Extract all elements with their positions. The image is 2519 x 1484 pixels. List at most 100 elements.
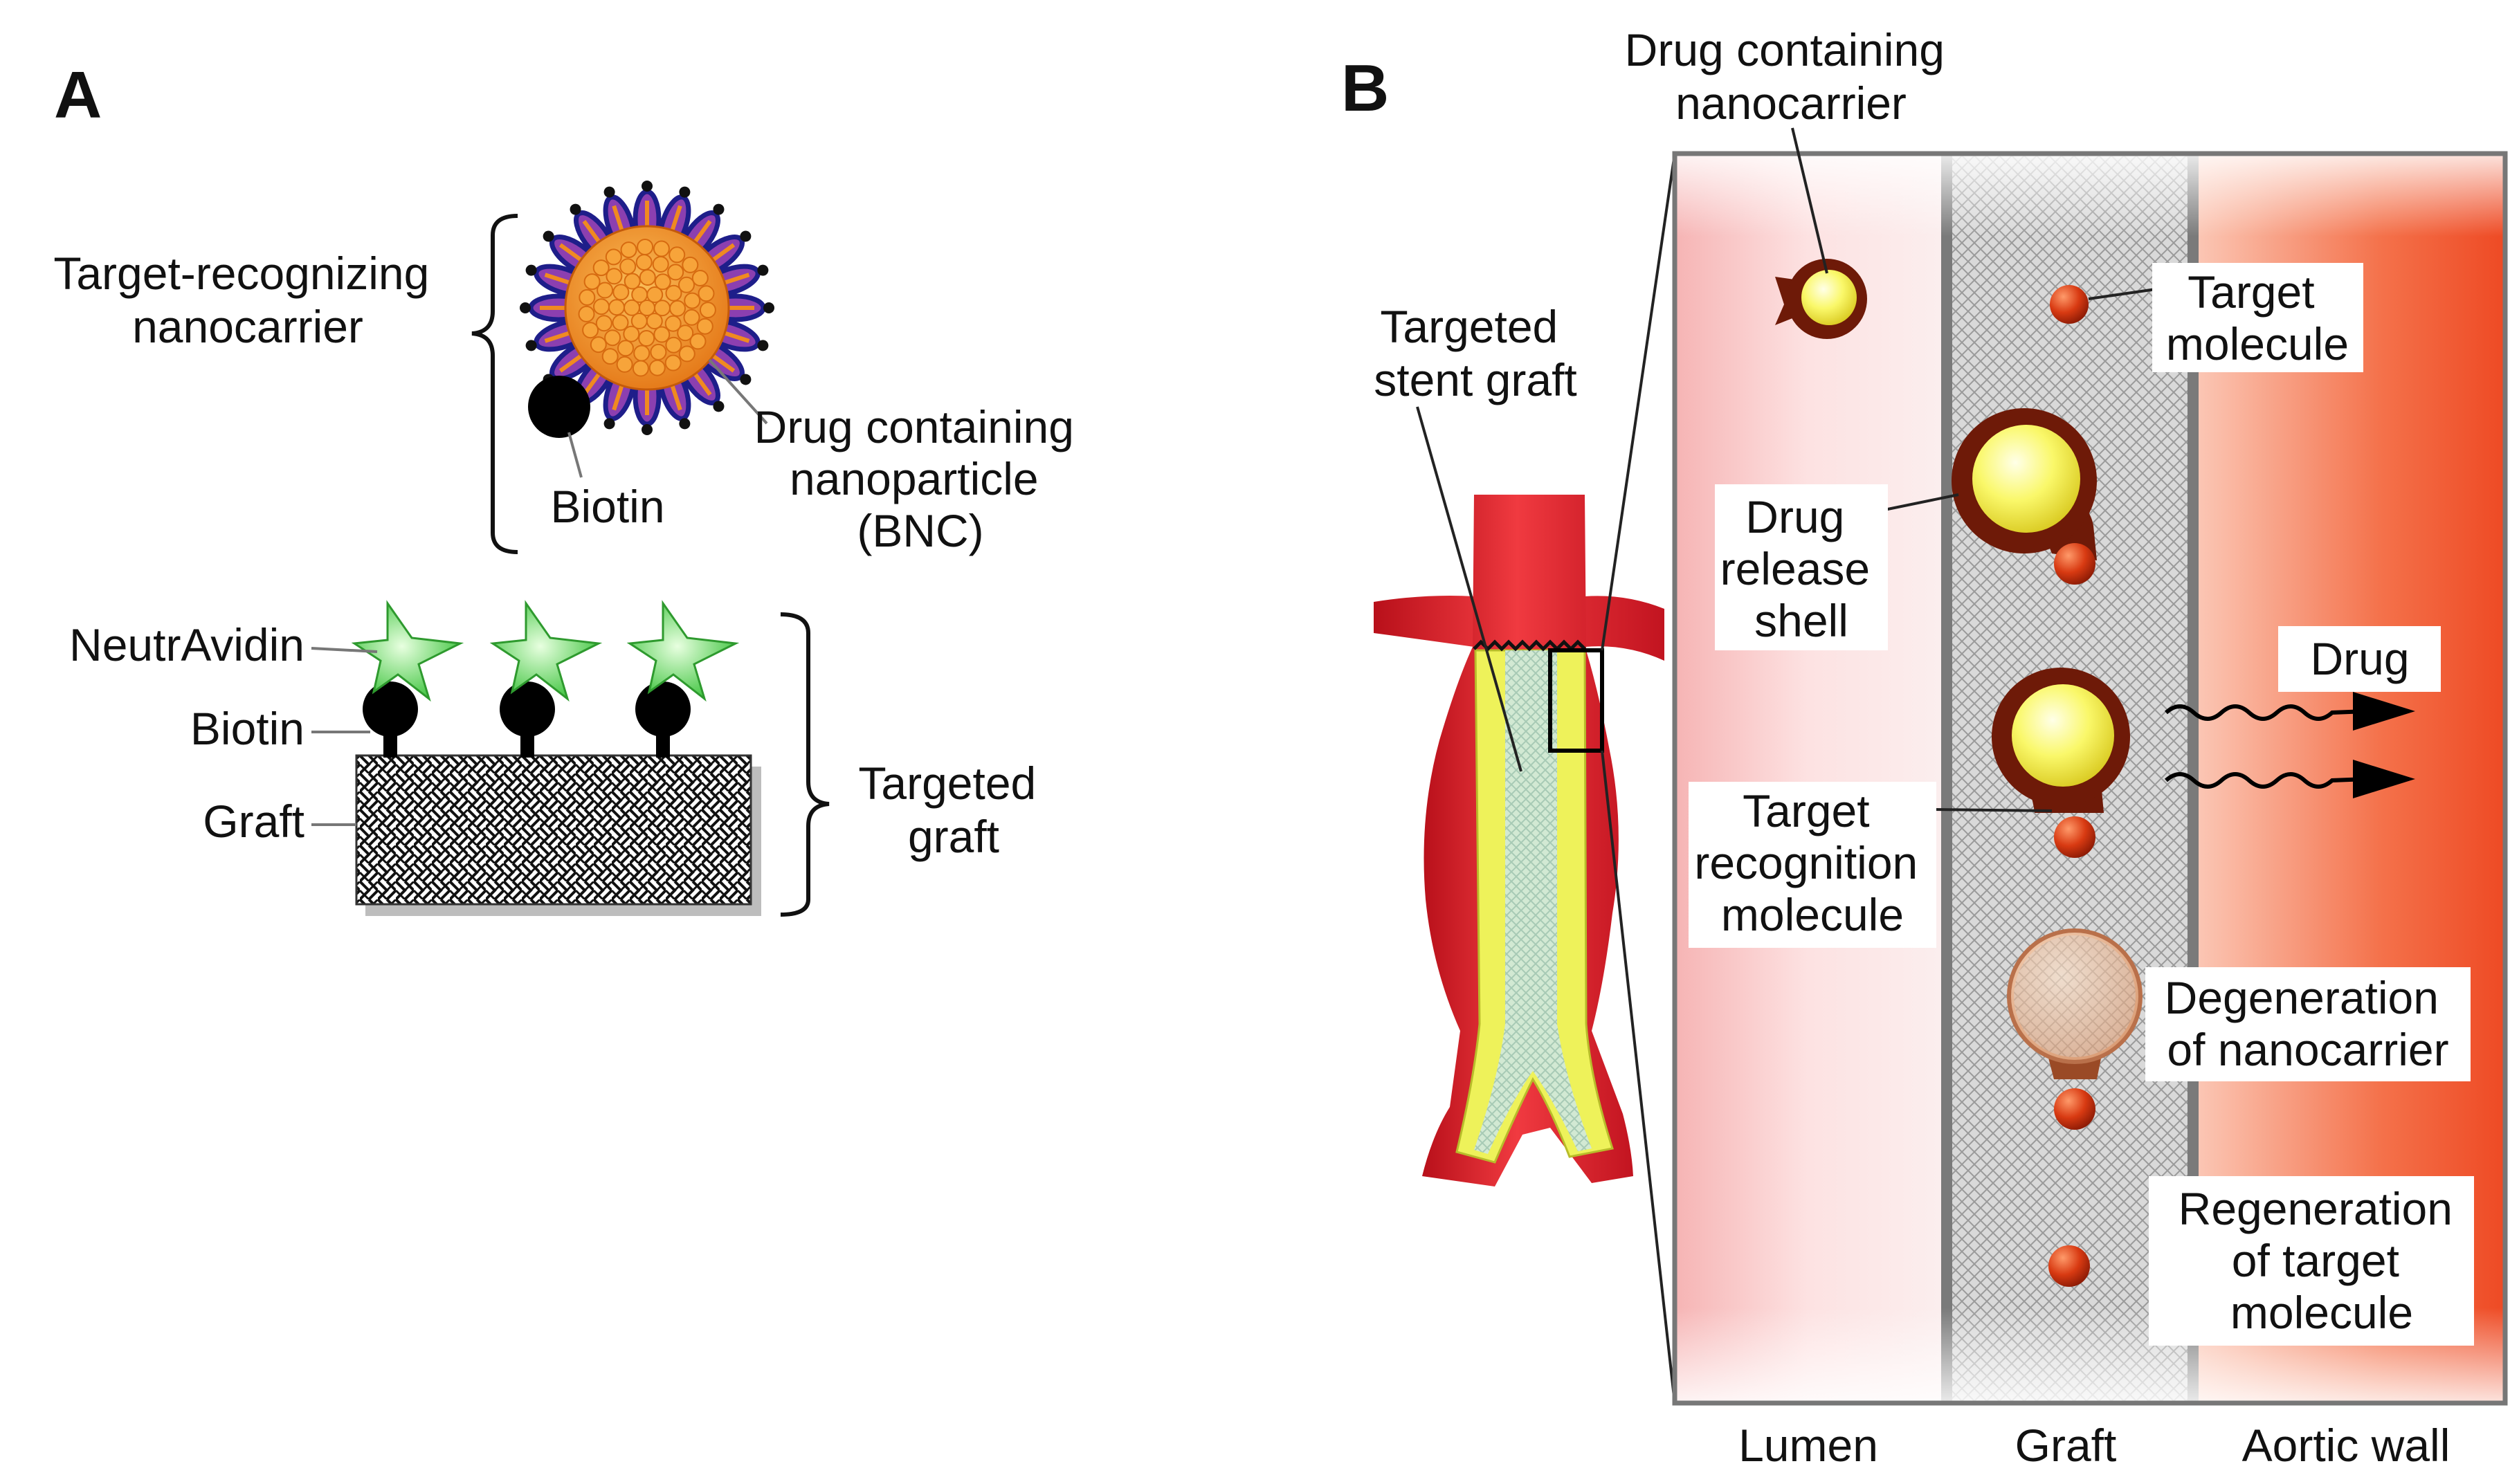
core-bead [646, 286, 664, 303]
nanocarrier-lumen [1775, 259, 1867, 339]
recognition-label-bg [1689, 782, 1936, 948]
core-bead [677, 324, 694, 342]
core-bead [620, 241, 637, 259]
zone-label-graft: Graft [2015, 1420, 2117, 1471]
core-bead [682, 256, 699, 273]
graft-left-edge [1941, 154, 1952, 1403]
panel-b: B Drug containing nanocarrier Targeted s… [1341, 24, 2508, 1471]
nanocarrier-degenerating [2007, 928, 2143, 1130]
graft-block [355, 754, 752, 906]
release-shell-label-bg [1715, 484, 1888, 650]
biotin-graft-2 [500, 681, 555, 758]
core-bead [652, 256, 669, 273]
top-label-leader [1791, 127, 1828, 274]
drug-arrowhead-1 [2353, 692, 2415, 731]
nanoparticle [520, 181, 774, 435]
core-bead [665, 336, 682, 354]
degeneration-label: Degeneration of nanocarrier [2165, 972, 2452, 1075]
core-bead [612, 284, 630, 301]
core-bead [582, 322, 599, 339]
zone-label-lumen: Lumen [1738, 1420, 1878, 1471]
nanocarrier-label: Target-recognizing nanocarrier [53, 248, 442, 352]
core-bead [605, 248, 622, 266]
core-bead [623, 325, 640, 342]
core-bead [699, 302, 716, 319]
core-beads [578, 239, 716, 377]
top-nanocarrier-label: Drug containing nanocarrier [1625, 24, 1958, 129]
neutravidin-star-2 [489, 600, 603, 702]
panel-b-letter: B [1341, 51, 1389, 125]
neutravidin-star-3 [626, 600, 740, 702]
recognition-leader [1930, 808, 2053, 812]
core-bead [579, 288, 596, 306]
drug-release-arrows [2164, 692, 2415, 798]
core-bead [632, 360, 649, 377]
nanocarrier-bound-2 [1992, 668, 2130, 858]
core-bead [669, 300, 686, 317]
core-bead [593, 298, 610, 315]
zoom-line-top [1601, 153, 1676, 651]
core-bead [638, 330, 655, 347]
core-bead [654, 273, 671, 291]
nanoparticle-label: Drug containing nanoparticle (BNC) [754, 401, 1087, 556]
lumen-zone [1675, 154, 1941, 1403]
core-bead [648, 359, 666, 376]
core-bead [604, 329, 621, 347]
target-molecule-regenerated [2048, 1245, 2090, 1287]
release-shell-leader [1880, 493, 1959, 512]
neutravidin-label: NeutrAvidin [69, 619, 304, 670]
core-bead [624, 273, 641, 290]
nanoparticle-leader [708, 358, 768, 425]
drug-arrowhead-2 [2353, 760, 2415, 798]
target-molecule-label-bg [2152, 263, 2363, 372]
core-bead [608, 299, 625, 316]
biotin-carrier-label: Biotin [550, 481, 664, 532]
stent-label-leader [1416, 406, 1522, 772]
core-bead [601, 348, 619, 365]
core-bead [696, 318, 713, 335]
target-molecule-leader [2088, 288, 2156, 300]
neutravidin-leader [311, 647, 378, 653]
zoom-line-bottom [1601, 750, 1676, 1404]
core-bead [639, 269, 656, 286]
aorta-illustration [1374, 153, 1676, 1404]
targeted-graft-brace [780, 612, 830, 917]
core-bead [606, 268, 623, 285]
core-bead [595, 315, 612, 332]
stent-graft-label: Targeted stent graft [1374, 301, 1577, 405]
core-bead [683, 309, 700, 326]
biotin-carrier-ball [528, 376, 590, 438]
regeneration-label: Regeneration of target molecule [2179, 1183, 2466, 1338]
core-bead [633, 345, 651, 362]
core-bead [678, 276, 695, 293]
core-bead [669, 246, 686, 264]
neutravidin-star-1 [351, 600, 464, 702]
graft-label: Graft [203, 796, 304, 847]
core-bead [691, 270, 709, 286]
core-bead [612, 314, 629, 331]
core-bead [646, 313, 663, 330]
zoom-box [1548, 648, 1604, 753]
biotin-graft-label: Biotin [190, 703, 304, 754]
drug-arrow-1 [2164, 704, 2367, 721]
panel-a-letter: A [54, 58, 102, 132]
core-bead [631, 286, 648, 303]
core-bead [653, 326, 671, 343]
nanocarrier-bound-1 [1952, 408, 2097, 585]
core-bead [590, 336, 607, 354]
core-bead [650, 343, 667, 360]
core-bead [597, 282, 614, 299]
graft-biotins [363, 681, 691, 758]
core-bead [689, 333, 707, 350]
zoom-panel: Target molecule Drug release shell [1672, 127, 2508, 1406]
core-bead [583, 273, 601, 291]
drug-label: Drug [2310, 633, 2409, 684]
stent-mesh-strip [1474, 650, 1592, 1154]
core-bead [698, 285, 715, 302]
core-bead [637, 239, 654, 255]
top-fade [1675, 154, 2505, 237]
drug-label-bg [2278, 626, 2441, 692]
target-molecule-label: Target molecule [2166, 266, 2349, 369]
biotin-graft-1 [363, 681, 418, 758]
